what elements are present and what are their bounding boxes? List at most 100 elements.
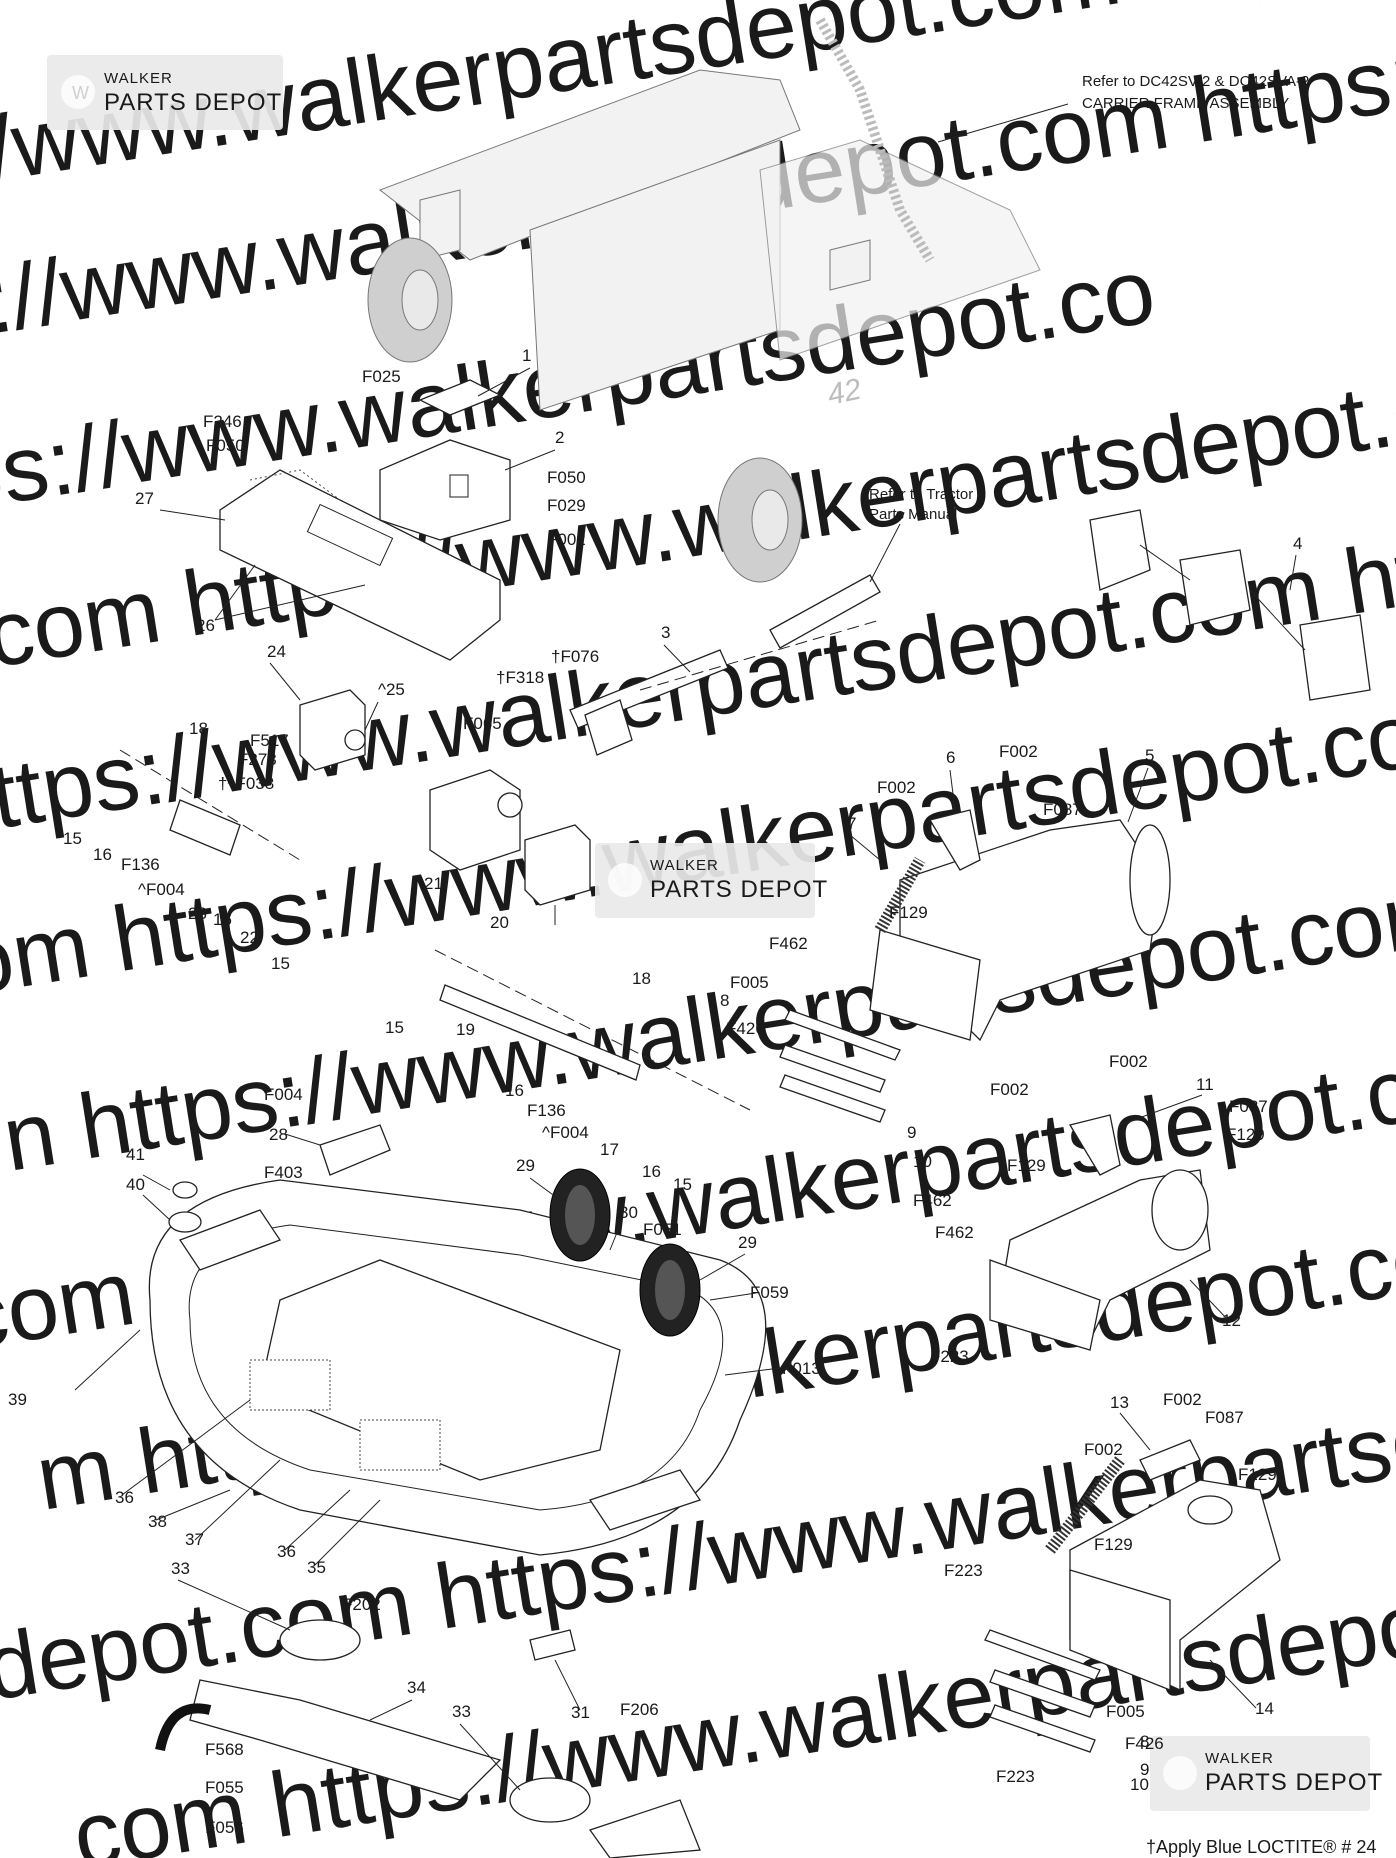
callout-16: 16 (93, 845, 112, 864)
callout-28: 28 (269, 1125, 288, 1144)
callout-10: 10 (913, 1152, 932, 1171)
callout-34: 34 (407, 1678, 426, 1697)
tractor-ref-line1: Refer to Tractor (869, 486, 973, 503)
callout-33: 33 (171, 1559, 190, 1578)
callout-F318: †F318 (496, 668, 544, 687)
logo-line1: WALKER (104, 70, 173, 87)
callout-17: 17 (600, 1140, 619, 1159)
callout-labels: 1 2 3 4 5 6 7 8 9 10 11 12 13 14 15 15 1… (8, 346, 1302, 1837)
callout-F038: †^F038 (218, 774, 274, 793)
logo-center: WALKER PARTS DEPOT (595, 843, 827, 918)
gauge-wheels-29-drawing (549, 1168, 701, 1337)
callout-F029: F029 (547, 496, 586, 515)
callout-F025: F025 (362, 367, 401, 386)
gearbox-24-drawing (299, 689, 366, 771)
gearbox-assembly-4-drawing (1089, 509, 1371, 701)
callout-15c: 15 (385, 1018, 404, 1037)
callout-16c: 16 (505, 1081, 524, 1100)
logo-line1: WALKER (1205, 1750, 1274, 1767)
callout-19: 19 (456, 1020, 475, 1039)
callout-F129b: F129 (1226, 1125, 1265, 1144)
callout-F202: F202 (342, 1595, 381, 1614)
callout-8b: 8 (1140, 1732, 1149, 1751)
callout-38: 38 (148, 1512, 167, 1531)
callout-F426b: F426 (1125, 1734, 1164, 1753)
lower-driveline-drawing (119, 749, 751, 1111)
callout-26: 26 (196, 616, 215, 635)
callout-11: 11 (1196, 1075, 1214, 1094)
callout-16d: 16 (642, 1162, 661, 1181)
callout-F129: F129 (889, 903, 928, 922)
carrier-ref-line2: CARRIER FRAME ASSEMBLY (1082, 95, 1289, 112)
callout-F059: F059 (750, 1283, 789, 1302)
callout-1: 1 (522, 346, 531, 365)
hinge-8b-drawing (984, 1629, 1101, 1753)
callout-F051: F051 (643, 1220, 682, 1239)
callout-13: 13 (1110, 1393, 1129, 1412)
callout-F002: F002 (999, 742, 1038, 761)
callout-F087: F087 (1043, 800, 1082, 819)
callout-3: 3 (661, 623, 670, 642)
callout-37: 37 (185, 1530, 204, 1549)
carrier-frame-drawing: 42 (367, 17, 1041, 583)
callout-F055: F055 (205, 1778, 244, 1797)
callout-29: 29 (516, 1156, 535, 1175)
blade-34-drawing (155, 1619, 502, 1801)
callout-24: 24 (267, 642, 286, 661)
callout-29b: 29 (738, 1233, 757, 1252)
callout-F002f: F002 (1163, 1390, 1202, 1409)
callout-F403: F403 (264, 1163, 303, 1182)
bracket-6-drawing (928, 809, 981, 871)
callout-F129e: F129 (1094, 1535, 1133, 1554)
callout-F002e: F002 (990, 1080, 1029, 1099)
chute-12-drawing (989, 1169, 1211, 1351)
callout-27: 27 (135, 489, 154, 508)
logo-top-left: W WALKER PARTS DEPOT (47, 55, 283, 130)
carrier-ref-line1: Refer to DC42SV-2 & DC42SVA-2 (1082, 73, 1309, 90)
leader-lines (74, 367, 1297, 1791)
callout-F206: F206 (620, 1700, 659, 1719)
callout-36b: 36 (277, 1542, 296, 1561)
callout-15b: 15 (271, 954, 290, 973)
callout-14: 14 (1255, 1699, 1274, 1718)
callout-F278: F278 (238, 750, 277, 769)
callout-F087c: F087 (1205, 1408, 1244, 1427)
plate-1-drawing (418, 379, 502, 416)
callout-F004b: ^F004 (138, 880, 185, 899)
callout-31: 31 (571, 1703, 590, 1722)
logo-line2: PARTS DEPOT (104, 89, 282, 116)
callout-5: 5 (1145, 746, 1154, 765)
blade-33b-drawing (509, 1777, 701, 1858)
callout-F136b: F136 (527, 1101, 566, 1120)
callout-F013: F013 (782, 1359, 821, 1378)
callout-F246: F246 (203, 412, 242, 431)
callout-F462c: F462 (935, 1223, 974, 1242)
cover-27-drawing (219, 469, 501, 661)
callout-F129d: F129 (1238, 1465, 1277, 1484)
mower-deck-drawing (148, 1179, 767, 1556)
bracket-28-drawing (319, 1124, 391, 1176)
loctite-footnote: †Apply Blue LOCTITE® # 24 (1146, 1837, 1376, 1857)
callout-F462b: F462 (913, 1191, 952, 1210)
callout-F002d: F002 (1109, 1052, 1148, 1071)
chute-5-drawing (869, 819, 1171, 1042)
plate-31-drawing (529, 1629, 576, 1661)
callout-18b: 18 (632, 969, 651, 988)
spring-7-drawing (874, 857, 926, 933)
callout-F076: †F076 (551, 647, 599, 666)
hinge-8-drawing (779, 1009, 901, 1123)
callout-2: 2 (555, 428, 564, 447)
callout-F129c: F129 (1007, 1156, 1046, 1175)
bracket-13-drawing (1139, 1439, 1201, 1481)
gearbox-20-drawing (524, 824, 591, 925)
callout-F136: F136 (121, 855, 160, 874)
spring-7b-drawing (1045, 1456, 1125, 1554)
callout-F462: F462 (769, 934, 808, 953)
washers-40-41-drawing (168, 1181, 202, 1233)
logo-line2: PARTS DEPOT (1205, 1769, 1383, 1796)
callout-41: 41 (126, 1145, 145, 1164)
callout-F004: F004 (264, 1085, 303, 1104)
callout-F056: F056 (205, 1818, 244, 1837)
callout-8: 8 (720, 991, 729, 1010)
